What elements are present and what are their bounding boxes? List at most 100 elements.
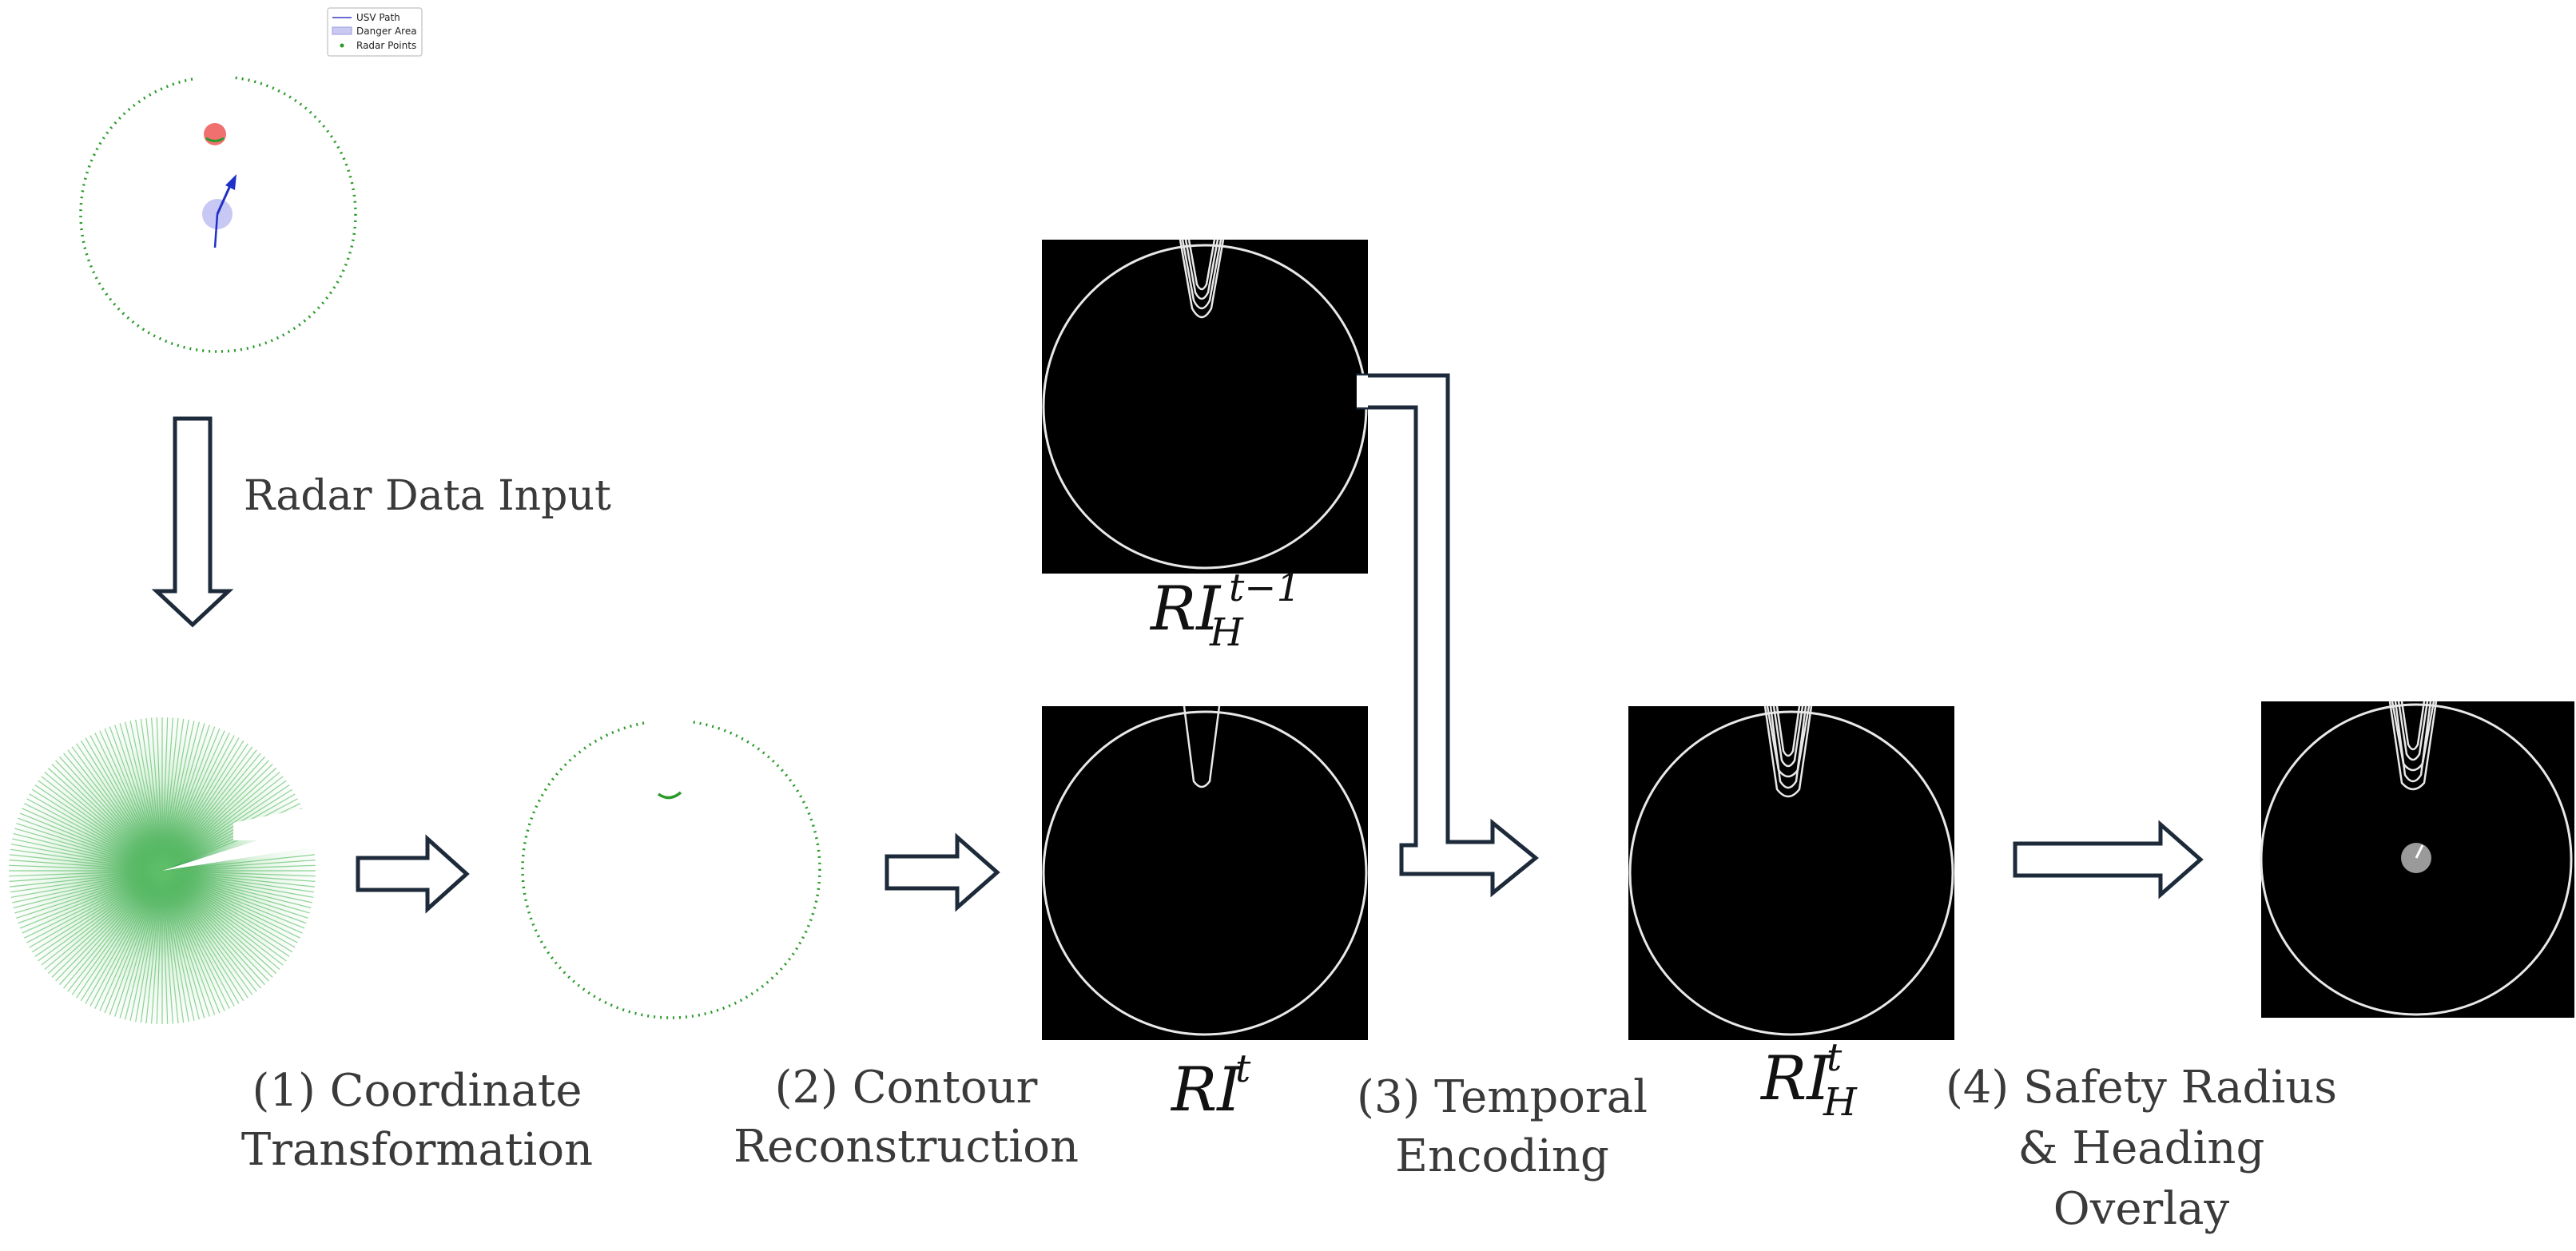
ri-h-prev-image <box>1042 239 1368 574</box>
obstacle-arc <box>657 791 682 800</box>
radial-line <box>55 870 163 982</box>
radial-line <box>80 740 163 872</box>
step4-label-line2: & Heading <box>2018 1122 2265 1174</box>
ri-h-prev-label: RI t−1 H <box>1149 566 1301 655</box>
radial-line <box>161 870 248 999</box>
radial-line <box>22 808 163 872</box>
ri-t-sup: t <box>1235 1046 1251 1091</box>
radial-line <box>119 723 163 872</box>
radial-line <box>161 870 310 914</box>
radial-line <box>161 870 195 1021</box>
radial-line <box>161 870 265 986</box>
radial-line <box>161 723 205 872</box>
radial-line <box>161 721 200 872</box>
radial-line <box>161 870 316 877</box>
overlay-image <box>2260 701 2574 1018</box>
legend-patch-icon <box>332 26 352 35</box>
radial-line <box>13 870 163 908</box>
radial-line <box>161 870 189 1023</box>
radar-scatter-plot <box>79 70 357 353</box>
radial-line <box>99 730 163 872</box>
step4-label-line3: Overlay <box>2053 1183 2230 1235</box>
contour-points-plot <box>521 714 821 1019</box>
radial-line <box>63 870 163 989</box>
radial-line <box>161 870 173 1024</box>
radial-line <box>85 870 163 1004</box>
radial-line <box>135 870 163 1023</box>
radial-line <box>31 870 163 953</box>
radial-line <box>94 870 163 1009</box>
radial-lines <box>9 717 316 1024</box>
radar-input-label: Radar Data Input <box>244 472 611 520</box>
radial-line <box>55 760 163 872</box>
down-arrow <box>151 416 234 628</box>
radial-line <box>161 870 277 974</box>
radial-line <box>76 870 163 999</box>
heading-arrow-icon <box>225 174 237 190</box>
radial-line <box>109 726 163 872</box>
ri-t-image <box>1042 705 1368 1040</box>
radial-line <box>161 870 312 908</box>
radial-line <box>156 870 163 1024</box>
radial-line <box>14 828 163 872</box>
radial-line <box>151 870 163 1024</box>
radial-line <box>161 870 179 1023</box>
arrow-step1 <box>356 834 470 914</box>
radial-line <box>161 864 316 872</box>
radial-line <box>161 753 261 872</box>
radial-line <box>161 870 230 1009</box>
ri-h-prev-sup: t−1 <box>1229 566 1301 610</box>
radial-line <box>85 737 163 872</box>
radial-line <box>161 870 312 904</box>
radial-line <box>19 812 163 872</box>
radial-line <box>129 870 163 1021</box>
polar-transformation-plot <box>9 717 318 1024</box>
radial-line <box>161 870 287 962</box>
ri-t-base: RI <box>1170 1054 1242 1125</box>
radial-line <box>161 784 290 872</box>
radial-line <box>94 733 163 872</box>
radial-line <box>161 726 216 872</box>
radial-line <box>71 746 163 872</box>
radial-line <box>161 870 253 995</box>
radial-line <box>161 719 189 872</box>
step2-label-line2: Reconstruction <box>733 1121 1079 1173</box>
radial-line <box>12 838 163 872</box>
radial-line <box>71 870 163 995</box>
radial-line <box>16 823 163 872</box>
radial-line <box>161 735 235 872</box>
radial-line <box>145 718 163 872</box>
radial-line <box>161 743 248 872</box>
radial-line <box>161 756 265 872</box>
radial-line <box>31 788 163 872</box>
radial-line <box>9 870 163 882</box>
radial-line <box>161 788 293 872</box>
legend: USV Path Danger Area Radar Points <box>327 7 423 57</box>
radial-line <box>151 717 163 872</box>
radial-line <box>161 717 173 872</box>
radial-line <box>26 870 163 943</box>
radial-line <box>161 870 290 957</box>
radial-line <box>161 760 269 872</box>
radial-line <box>29 793 163 872</box>
ri-h-t-sub: H <box>1823 1080 1858 1125</box>
radial-line <box>161 870 305 929</box>
radial-line <box>161 870 303 934</box>
legend-dot-icon <box>340 43 344 48</box>
legend-usv-path: USV Path <box>356 12 400 23</box>
radial-line <box>47 870 163 974</box>
arrow-step2 <box>885 832 1000 912</box>
radial-line <box>161 870 315 888</box>
radial-line <box>161 718 179 872</box>
radial-line <box>41 870 163 966</box>
radial-line <box>161 721 195 872</box>
radial-line <box>140 870 163 1023</box>
radial-line <box>10 854 163 872</box>
radial-line <box>161 870 315 893</box>
radial-line <box>156 717 163 872</box>
radial-line <box>51 764 163 872</box>
radial-line <box>161 870 316 882</box>
radial-line <box>114 870 163 1017</box>
radial-line <box>161 870 284 966</box>
